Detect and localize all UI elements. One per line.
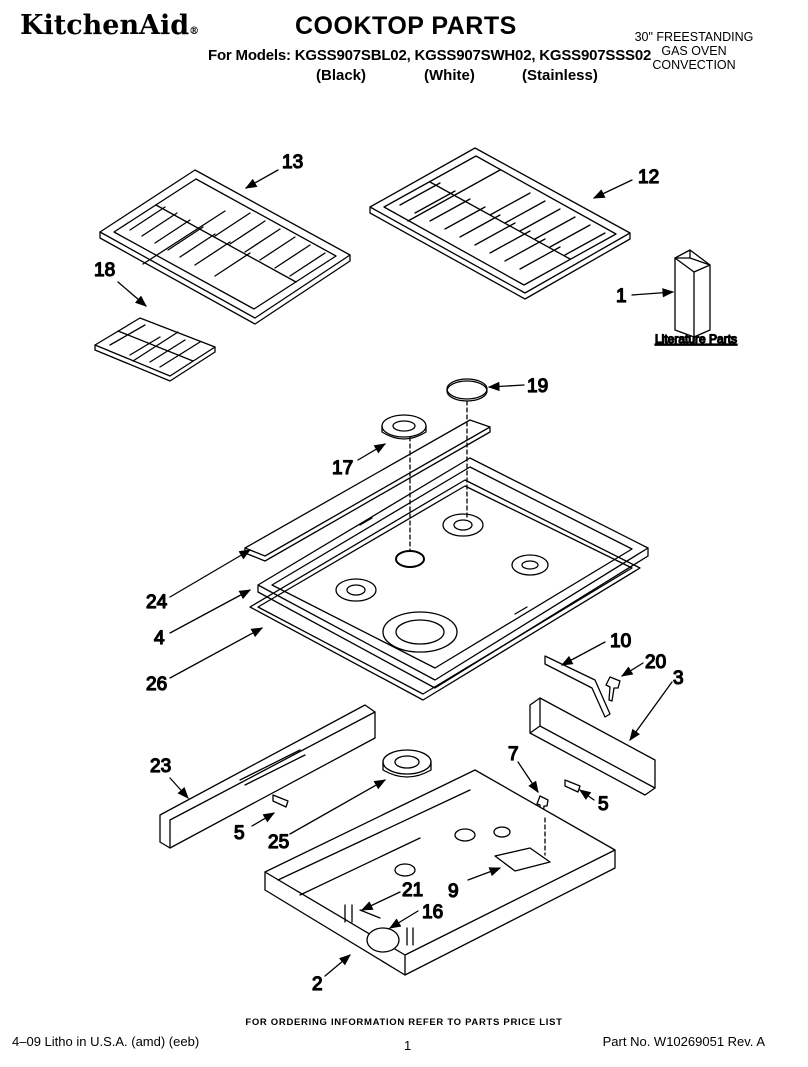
grate-right-part-12: [369, 147, 631, 300]
ordering-note: FOR ORDERING INFORMATION REFER TO PARTS …: [245, 1017, 563, 1028]
product-line-3: CONVECTION: [652, 58, 736, 72]
page-title: COOKTOP PARTS: [295, 12, 517, 40]
callout-2: 2: [312, 974, 323, 995]
callout-26: 26: [146, 674, 167, 695]
callout-23: 23: [150, 756, 171, 777]
callout-7: 7: [508, 744, 519, 765]
bracket-part-10: [544, 655, 611, 718]
leader-lines: [117, 169, 675, 977]
callout-3: 3: [673, 668, 684, 689]
screw-part-5-left: [272, 794, 289, 808]
callout-10: 10: [610, 631, 631, 652]
burner-head-part-17: [381, 414, 427, 440]
finish-stainless: (Stainless): [522, 67, 598, 84]
callout-16: 16: [422, 902, 443, 923]
callout-5-left: 5: [234, 823, 245, 844]
callout-25: 25: [268, 832, 289, 853]
side-bracket-part-3: [529, 697, 656, 796]
product-type: 30" FREESTANDING GAS OVEN CONVECTION: [624, 30, 764, 72]
product-line-2: GAS OVEN: [661, 44, 727, 58]
screw-part-5-right: [564, 779, 581, 793]
page-number: 1: [404, 1038, 412, 1053]
grate-left-part-13: [99, 169, 351, 325]
screw-part-20: [605, 676, 621, 702]
griddle-grate-part-18: [94, 317, 216, 382]
gasket-part-26: [249, 479, 641, 701]
kitchenaid-logo: KitchenAid®: [20, 10, 200, 41]
literature-parts-label: Literature Parts: [655, 332, 737, 346]
callout-24: 24: [146, 592, 168, 613]
callout-21: 21: [402, 880, 423, 901]
cooktop-part-4: [257, 400, 649, 689]
callout-17: 17: [332, 458, 353, 479]
burner-box-part-2: [264, 769, 616, 976]
part-number: Part No. W10269051 Rev. A: [602, 1034, 765, 1049]
callout-9: 9: [448, 881, 459, 902]
callout-12: 12: [638, 167, 659, 188]
callout-4: 4: [154, 628, 165, 649]
callout-18: 18: [94, 260, 115, 281]
finish-white: (White): [424, 67, 475, 84]
finish-black: (Black): [316, 67, 367, 84]
callout-19: 19: [527, 376, 548, 397]
litho-info: 4–09 Litho in U.S.A. (amd) (eeb): [12, 1034, 200, 1049]
burner-part-25: [382, 749, 432, 778]
product-line-1: 30" FREESTANDING: [634, 30, 754, 44]
side-bracket-part-23: [159, 704, 376, 849]
callout-13: 13: [282, 152, 303, 173]
callout-20: 20: [645, 652, 666, 673]
callout-1: 1: [616, 286, 627, 307]
burner-cap-part-19: [446, 378, 488, 402]
callout-5-right: 5: [598, 794, 609, 815]
model-list: For Models: KGSS907SBL02, KGSS907SWH02, …: [208, 47, 652, 64]
literature-part-1: [674, 249, 711, 338]
